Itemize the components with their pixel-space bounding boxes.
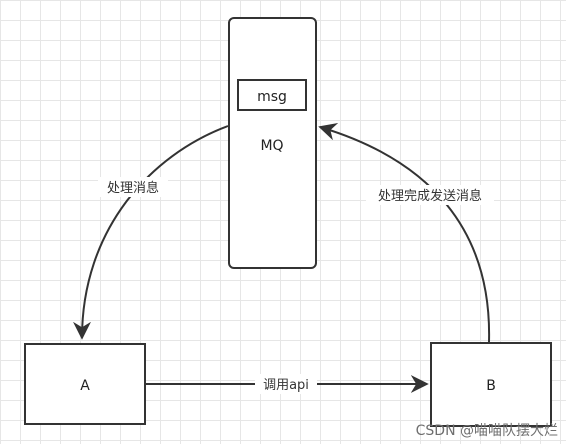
edge-mq-to-a-line: [73, 125, 229, 340]
edge-a-to-b-label-bg: [255, 374, 317, 394]
msg-box: [237, 79, 307, 111]
edge-mq-to-a-label-bg: [98, 177, 168, 197]
edge-b-to-mq-label: 处理完成发送消息: [378, 188, 482, 204]
mq-label: MQ: [260, 138, 283, 154]
edge-b-to-mq: 处理完成发送消息: [318, 123, 494, 343]
watermark-text: CSDN @喵喵队摆大烂: [416, 423, 558, 439]
mq-node: msg MQ: [228, 17, 317, 269]
edge-a-to-b-label: 调用api: [263, 378, 309, 393]
b-box: [430, 342, 552, 427]
a-node: A: [24, 343, 146, 425]
b-label: B: [486, 378, 496, 394]
a-box: [24, 343, 146, 425]
edge-b-to-mq-line: [318, 123, 491, 343]
a-label: A: [80, 378, 90, 394]
edge-mq-to-a: 处理消息: [73, 125, 229, 340]
edge-a-to-b: 调用api: [146, 374, 429, 394]
edge-b-to-mq-label-bg: [366, 185, 494, 205]
msg-label: msg: [257, 89, 287, 105]
b-node: B: [430, 342, 552, 427]
edge-mq-to-a-label: 处理消息: [107, 180, 159, 196]
